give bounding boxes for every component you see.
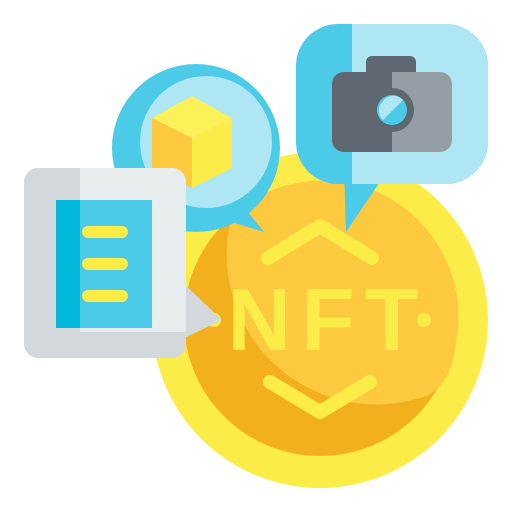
chevron-up-icon — [261, 219, 379, 265]
coin-face-highlight — [226, 180, 459, 405]
document-icon — [56, 200, 152, 328]
document-bubble — [24, 168, 222, 358]
cube-top-face — [152, 96, 232, 138]
document-line-2 — [82, 258, 128, 270]
camera-icon — [332, 56, 452, 152]
cube-right-face — [192, 118, 232, 188]
document-bubble-tail — [180, 280, 222, 340]
document-line-3 — [82, 290, 128, 302]
chevron-down-icon — [263, 375, 377, 419]
coin-label: NFT — [227, 270, 428, 369]
camera-body-shade — [332, 72, 392, 152]
camera-lens-glare — [378, 95, 403, 120]
camera-bubble — [296, 24, 488, 232]
camera-bubble-tail — [344, 170, 388, 232]
cube-icon — [152, 96, 232, 188]
document-line-1 — [82, 226, 128, 238]
coin-dot-right — [417, 313, 431, 327]
nft-coin: NFT — [152, 152, 488, 488]
